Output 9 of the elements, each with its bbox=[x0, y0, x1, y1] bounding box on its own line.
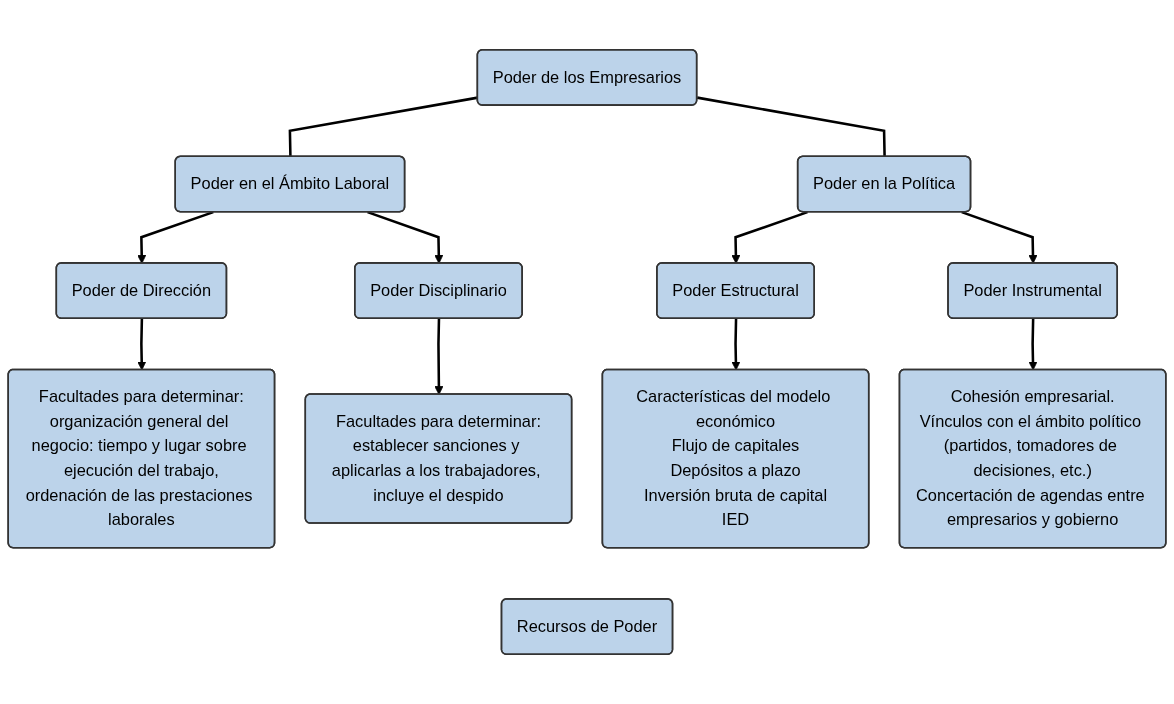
arrow bbox=[137, 210, 214, 264]
connector bbox=[696, 96, 886, 157]
arrow bbox=[1028, 318, 1038, 371]
arrow bbox=[367, 210, 444, 264]
arrow bbox=[731, 210, 808, 264]
arrow bbox=[434, 318, 444, 395]
arrow bbox=[137, 318, 147, 371]
arrow bbox=[961, 210, 1038, 264]
arrow bbox=[731, 318, 741, 371]
